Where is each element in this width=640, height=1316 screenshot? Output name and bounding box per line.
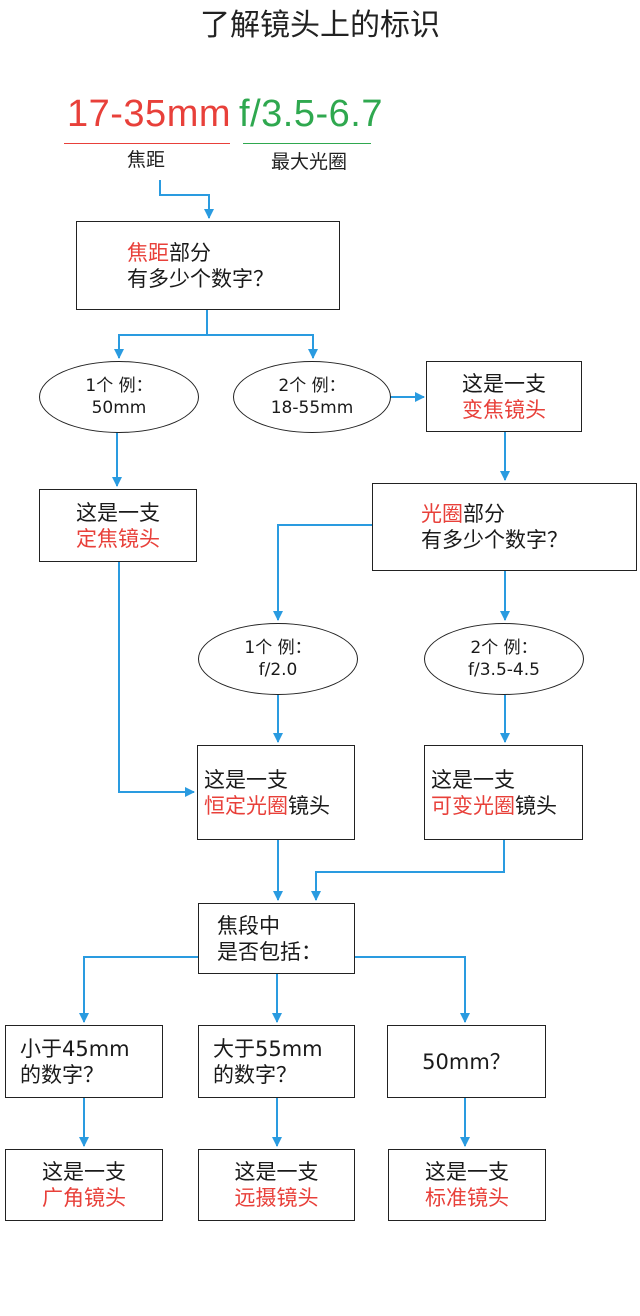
node-text: f/3.5-4.5	[468, 660, 540, 680]
node-two-aperture: 2个 例： f/3.5-4.5	[424, 623, 584, 695]
focal-keyword: 焦距	[127, 240, 169, 265]
node-q-focal: 焦距部分 有多少个数字？	[76, 221, 340, 310]
node-text: 这是一支	[42, 1160, 126, 1184]
node-text: 50mm？	[422, 1049, 511, 1074]
arrow-range-to-under45	[79, 956, 198, 1023]
node-q-range: 焦段中 是否包括：	[198, 903, 355, 974]
focal-length-value: 17-35mm	[67, 93, 231, 135]
node-text: 有多少个数字？	[421, 528, 568, 552]
node-text: 这是一支	[204, 767, 288, 792]
node-one-aperture: 1个 例： f/2.0	[198, 623, 358, 695]
node-text: 有多少个数字？	[127, 266, 274, 291]
arrow-header-to-q-focal	[159, 180, 214, 219]
node-text: 部分	[169, 240, 211, 265]
arrow-q-aperture-to-one	[273, 524, 372, 621]
arrow-q-focal-to-two	[207, 334, 318, 359]
node-over-55mm: 大于55mm 的数字？	[198, 1025, 355, 1098]
node-text: 2个 例：	[470, 638, 538, 658]
node-text: 这是一支	[431, 767, 515, 792]
node-text: 2个 例：	[278, 376, 346, 396]
node-wide-angle-lens: 这是一支 广角镜头	[5, 1149, 163, 1221]
aperture-value: f/3.5-6.7	[239, 93, 383, 135]
node-text: 是否包括：	[217, 939, 322, 964]
arrow-range-to-at50	[355, 956, 470, 1023]
node-text: 镜头	[288, 793, 330, 818]
standard-lens-label: 标准镜头	[425, 1186, 509, 1210]
node-text: 部分	[463, 502, 505, 526]
aperture-keyword: 光圈	[421, 502, 463, 526]
node-text: 的数字？	[213, 1062, 297, 1087]
node-variable-aperture-lens: 这是一支 可变光圈镜头	[424, 745, 583, 840]
focal-underline	[64, 143, 230, 144]
node-text: 大于55mm	[213, 1036, 323, 1061]
prime-lens-label: 定焦镜头	[76, 526, 160, 551]
aperture-caption: 最大光圈	[270, 151, 347, 173]
arrow-prime-to-constant	[118, 562, 195, 797]
node-text: 焦段中	[217, 913, 280, 938]
node-constant-aperture-lens: 这是一支 恒定光圈镜头	[197, 745, 355, 840]
node-text: f/2.0	[258, 660, 298, 680]
wide-angle-label: 广角镜头	[42, 1186, 126, 1210]
node-one-focal: 1个 例： 50mm	[39, 361, 199, 433]
aperture-underline	[243, 143, 371, 144]
node-50mm: 50mm？	[387, 1025, 546, 1098]
node-text: 1个 例：	[85, 376, 153, 396]
variable-aperture-label: 可变光圈	[431, 793, 515, 818]
focal-length-caption: 焦距	[126, 149, 165, 171]
page-title: 了解镜头上的标识	[200, 8, 440, 43]
node-text: 小于45mm	[20, 1036, 130, 1061]
node-text: 这是一支	[425, 1160, 509, 1184]
node-text: 镜头	[515, 793, 557, 818]
node-under-45mm: 小于45mm 的数字？	[5, 1025, 163, 1098]
node-text: 18-55mm	[270, 398, 354, 418]
node-q-aperture: 光圈部分 有多少个数字？	[372, 483, 637, 571]
node-text: 1个 例：	[244, 638, 312, 658]
node-text: 这是一支	[234, 1160, 319, 1184]
arrow-variable-to-range	[311, 840, 505, 901]
node-text: 这是一支	[462, 371, 546, 396]
arrow-q-focal-to-one	[114, 310, 208, 359]
node-zoom-lens: 这是一支 变焦镜头	[426, 361, 582, 432]
node-telephoto-lens: 这是一支 远摄镜头	[198, 1149, 355, 1221]
node-text: 的数字？	[20, 1062, 104, 1087]
node-two-focal: 2个 例： 18-55mm	[233, 361, 391, 433]
node-standard-lens: 这是一支 标准镜头	[388, 1149, 546, 1221]
node-text: 这是一支	[76, 500, 160, 525]
node-prime-lens: 这是一支 定焦镜头	[39, 489, 197, 562]
telephoto-label: 远摄镜头	[234, 1186, 319, 1210]
node-text: 50mm	[91, 398, 147, 418]
constant-aperture-label: 恒定光圈	[204, 793, 288, 818]
zoom-lens-label: 变焦镜头	[462, 397, 546, 422]
